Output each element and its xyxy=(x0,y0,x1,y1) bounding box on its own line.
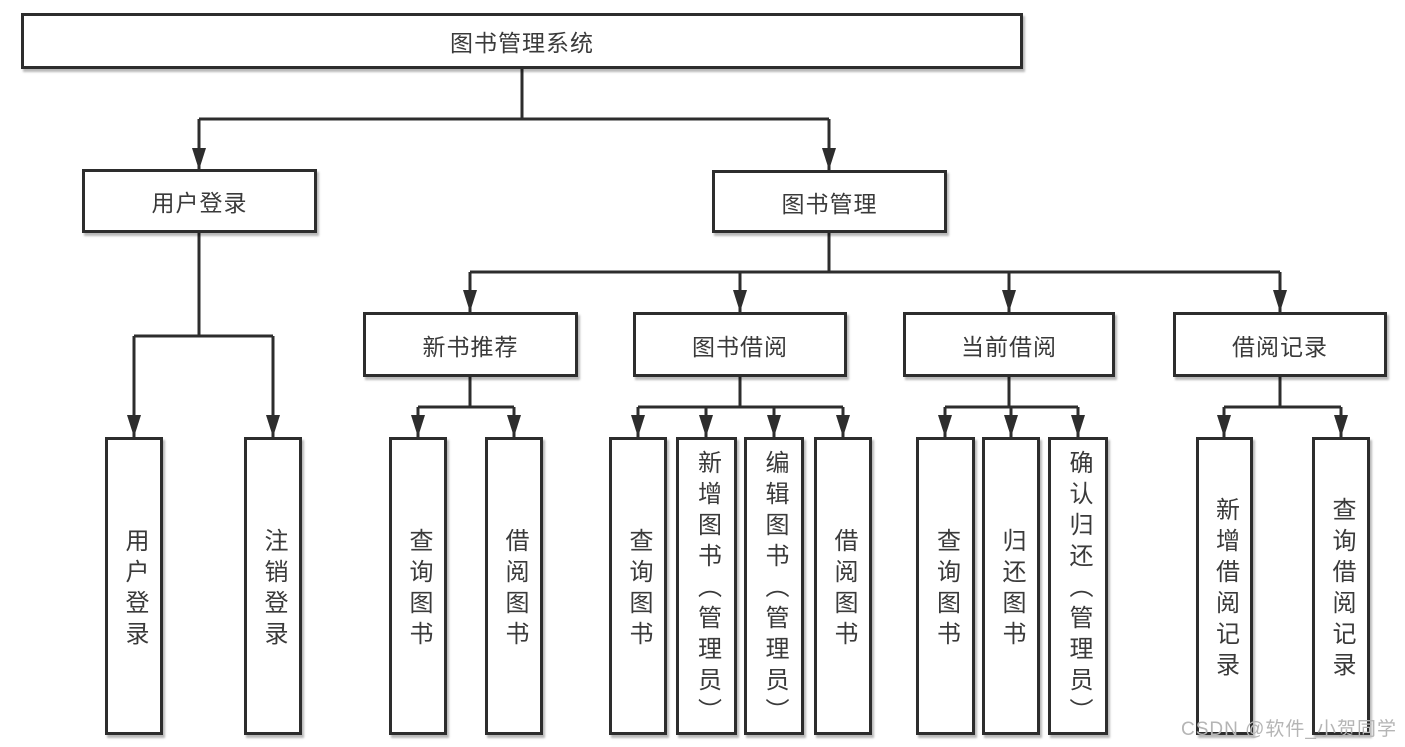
leaf-borrow-add-book-admin: 新增图书（管理员） xyxy=(676,437,737,735)
node-new-book-recommend: 新书推荐 xyxy=(363,312,578,377)
arrowheads xyxy=(127,148,1348,437)
leaf-borrow-add-book-admin-label: 新增图书（管理员） xyxy=(693,450,721,729)
leaf-recommend-borrow-book: 借阅图书 xyxy=(485,437,543,735)
leaf-borrow-query-book: 查询图书 xyxy=(609,437,667,735)
arrowhead-icon xyxy=(266,415,280,437)
node-book-management: 图书管理 xyxy=(712,170,947,233)
leaf-logout: 注销登录 xyxy=(244,437,302,735)
leaf-borrow-borrow-book-label: 借阅图书 xyxy=(830,527,857,652)
node-book-management-label: 图书管理 xyxy=(781,190,878,217)
leaf-recommend-borrow-book-label: 借阅图书 xyxy=(501,527,528,652)
leaf-recommend-query-book: 查询图书 xyxy=(389,437,447,735)
leaf-borrow-query-book-label: 查询图书 xyxy=(625,527,652,652)
leaf-records-add-record: 新增借阅记录 xyxy=(1196,437,1253,735)
leaf-current-query-book: 查询图书 xyxy=(916,437,975,735)
arrowhead-icon xyxy=(1071,415,1085,437)
arrowhead-icon xyxy=(938,415,952,437)
arrowhead-icon xyxy=(411,415,425,437)
tree-connector-path xyxy=(132,69,1343,437)
node-current-borrow: 当前借阅 xyxy=(903,312,1115,377)
node-book-borrow-label: 图书借阅 xyxy=(692,333,788,360)
arrowhead-icon xyxy=(733,290,747,312)
leaf-records-query-record-label: 查询借阅记录 xyxy=(1328,496,1355,683)
node-borrow-records: 借阅记录 xyxy=(1173,312,1387,377)
node-user-login-label: 用户登录 xyxy=(151,190,248,216)
leaf-current-confirm-return-admin: 确认归还（管理员） xyxy=(1048,437,1108,735)
node-book-borrow: 图书借阅 xyxy=(633,312,847,377)
leaf-borrow-edit-book-admin: 编辑图书（管理员） xyxy=(744,437,804,735)
arrowhead-icon xyxy=(836,415,850,437)
arrowhead-icon xyxy=(822,148,836,170)
leaf-logout-label: 注销登录 xyxy=(260,527,287,652)
node-current-borrow-label: 当前借阅 xyxy=(961,333,1057,360)
leaf-user-login-label: 用户登录 xyxy=(121,527,148,652)
arrowhead-icon xyxy=(699,415,713,437)
arrowhead-icon xyxy=(1004,415,1018,437)
arrowhead-icon xyxy=(1334,415,1348,437)
arrowhead-icon xyxy=(1217,415,1231,437)
leaf-current-confirm-return-admin-label: 确认归还（管理员） xyxy=(1065,450,1092,729)
node-root: 图书管理系统 xyxy=(21,13,1023,69)
leaf-current-return-book-label: 归还图书 xyxy=(998,527,1025,652)
arrowhead-icon xyxy=(1002,290,1016,312)
leaf-borrow-edit-book-admin-label: 编辑图书（管理员） xyxy=(761,450,788,729)
node-user-login: 用户登录 xyxy=(82,169,317,233)
node-new-book-recommend-label: 新书推荐 xyxy=(422,333,519,360)
leaf-recommend-query-book-label: 查询图书 xyxy=(405,527,432,652)
leaf-current-return-book: 归还图书 xyxy=(982,437,1040,735)
node-borrow-records-label: 借阅记录 xyxy=(1232,333,1328,360)
arrowhead-icon xyxy=(463,290,477,312)
arrowhead-icon xyxy=(127,415,141,437)
arrowhead-icon xyxy=(192,148,206,170)
leaf-current-query-book-label: 查询图书 xyxy=(932,527,960,652)
arrowhead-icon xyxy=(767,415,781,437)
arrowhead-icon xyxy=(507,415,521,437)
leaf-user-login: 用户登录 xyxy=(105,437,163,735)
arrowhead-icon xyxy=(1273,290,1287,312)
leaf-records-query-record: 查询借阅记录 xyxy=(1312,437,1370,735)
csdn-watermark: CSDN @软件_小贺同学 xyxy=(1181,719,1397,740)
leaf-records-add-record-label: 新增借阅记录 xyxy=(1211,496,1239,683)
leaf-borrow-borrow-book: 借阅图书 xyxy=(814,437,872,735)
arrowhead-icon xyxy=(631,415,645,437)
node-root-label: 图书管理系统 xyxy=(450,30,594,56)
